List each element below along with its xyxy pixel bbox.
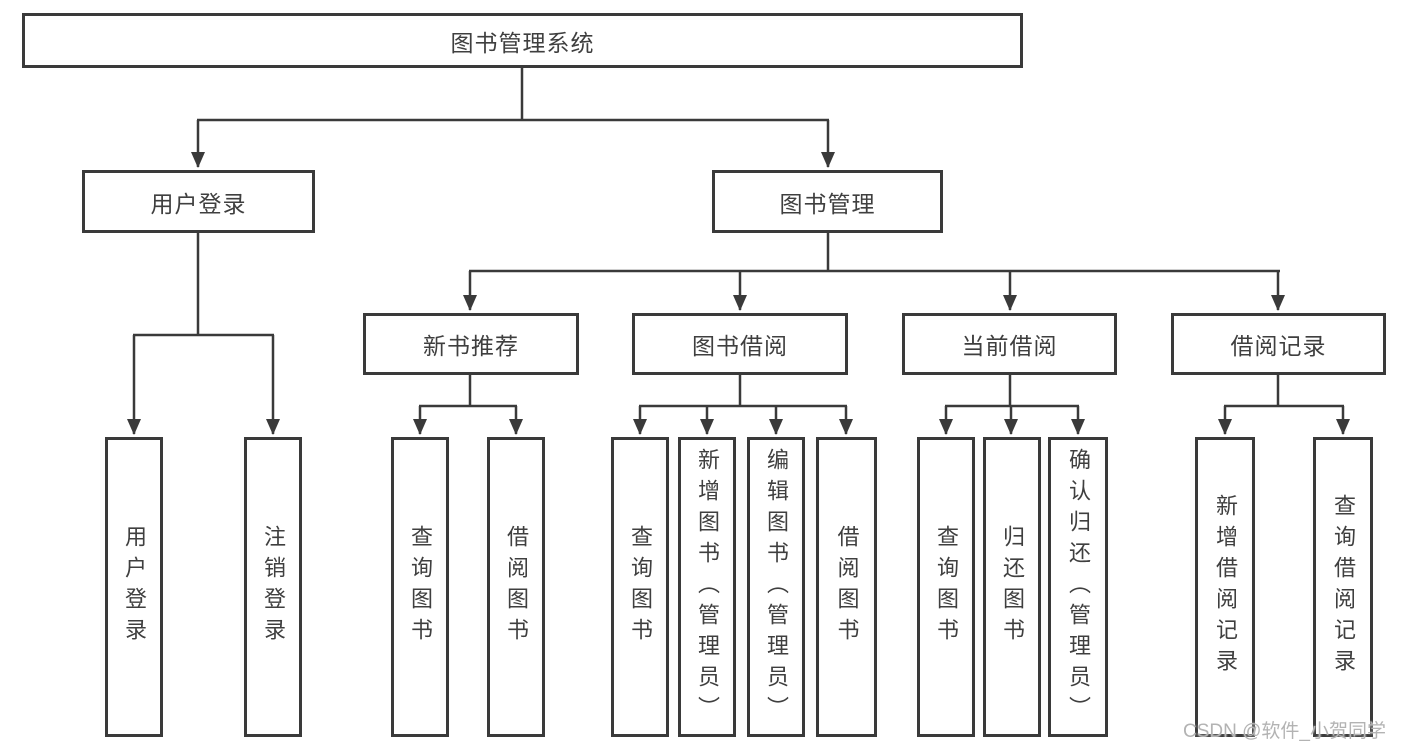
leaf-label: 查询借阅记录 bbox=[1331, 494, 1356, 680]
leaf-add-books-admin: 新增图书（管理员） bbox=[678, 437, 736, 737]
node-borrow-records: 借阅记录 bbox=[1171, 313, 1386, 375]
leaf-confirm-return-admin: 确认归还（管理员） bbox=[1048, 437, 1108, 737]
leaf-label: 新增借阅记录 bbox=[1213, 494, 1238, 680]
leaf-label: 查询图书 bbox=[408, 525, 433, 649]
leaf-label: 借阅图书 bbox=[834, 525, 860, 649]
leaf-query-books-borrow: 查询图书 bbox=[611, 437, 669, 737]
node-book-borrow: 图书借阅 bbox=[632, 313, 848, 375]
leaf-label: 新增图书（管理员） bbox=[695, 447, 720, 727]
leaf-borrow-books: 借阅图书 bbox=[816, 437, 877, 737]
leaf-return-books: 归还图书 bbox=[983, 437, 1041, 737]
node-current-borrow: 当前借阅 bbox=[902, 313, 1117, 375]
leaf-label: 查询图书 bbox=[934, 525, 959, 649]
node-new-book-recommend: 新书推荐 bbox=[363, 313, 579, 375]
node-user-login: 用户登录 bbox=[82, 170, 315, 233]
leaf-label: 用户登录 bbox=[122, 525, 147, 649]
node-root: 图书管理系统 bbox=[22, 13, 1023, 68]
leaf-query-books-recommend: 查询图书 bbox=[391, 437, 449, 737]
leaf-add-borrow-record: 新增借阅记录 bbox=[1195, 437, 1255, 737]
leaf-logout: 注销登录 bbox=[244, 437, 302, 737]
leaf-borrow-books-recommend: 借阅图书 bbox=[487, 437, 545, 737]
leaf-label: 借阅图书 bbox=[504, 525, 529, 649]
leaf-user-login: 用户登录 bbox=[105, 437, 163, 737]
leaf-label: 归还图书 bbox=[1000, 525, 1025, 649]
leaf-label: 确认归还（管理员） bbox=[1066, 447, 1091, 727]
leaf-label: 查询图书 bbox=[628, 525, 653, 649]
leaf-query-borrow-record: 查询借阅记录 bbox=[1313, 437, 1373, 737]
node-book-management: 图书管理 bbox=[712, 170, 943, 233]
leaf-query-books-current: 查询图书 bbox=[917, 437, 975, 737]
leaf-label: 注销登录 bbox=[261, 525, 286, 649]
csdn-watermark: CSDN @软件_小贺同学 bbox=[1183, 721, 1386, 742]
leaf-edit-books-admin: 编辑图书（管理员） bbox=[747, 437, 805, 737]
leaf-label: 编辑图书（管理员） bbox=[764, 447, 789, 727]
